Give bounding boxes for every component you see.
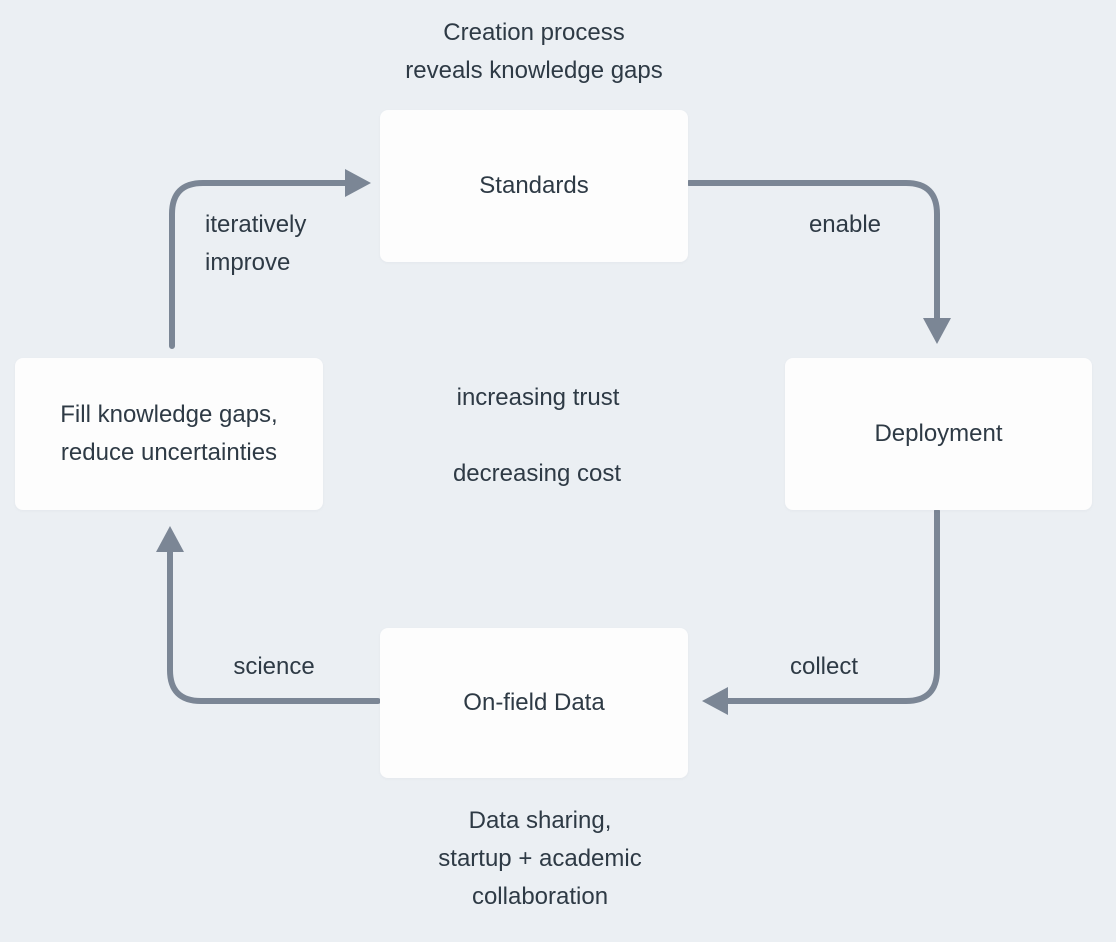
node-fill-knowledge-gaps: Fill knowledge gaps, reduce uncertaintie… (15, 358, 323, 510)
node-on-field-data-label: On-field Data (463, 689, 605, 716)
arrow-deployment-to-onfield (702, 508, 940, 715)
node-fill-knowledge-gaps-line2: reduce uncertainties (60, 439, 278, 466)
node-fill-knowledge-gaps-line1: Fill knowledge gaps, (60, 401, 278, 428)
edge-label-iteratively-improve-line2: improve (205, 249, 291, 276)
node-standards-label: Standards (479, 172, 589, 199)
node-on-field-data: On-field Data (380, 628, 688, 778)
edge-label-collect: collect (789, 653, 859, 680)
arrow-fillgaps-to-standards (169, 169, 371, 349)
center-label-increasing-trust: increasing trust (456, 384, 620, 411)
arrow-onfield-to-fillgaps (156, 526, 381, 704)
center-label-decreasing-cost: decreasing cost (452, 460, 622, 487)
bottom-caption-line2: startup + academic (438, 845, 642, 872)
edge-label-iteratively-improve: iteratively improve (205, 206, 306, 282)
arrow-standards-to-deployment (686, 180, 951, 344)
bottom-caption-line3: collaboration (471, 883, 609, 910)
top-caption-line2: reveals knowledge gaps (405, 57, 663, 84)
bottom-caption: Data sharing, startup + academic collabo… (438, 802, 641, 916)
edge-label-enable: enable (808, 211, 882, 238)
edge-label-science: science (233, 653, 315, 680)
top-caption-line1: Creation process (443, 19, 625, 46)
bottom-caption-line1: Data sharing, (468, 807, 612, 834)
node-deployment: Deployment (785, 358, 1092, 510)
node-standards: Standards (380, 110, 688, 262)
edge-label-iteratively-improve-line1: iteratively (205, 211, 307, 238)
top-caption: Creation process reveals knowledge gaps (405, 14, 663, 90)
node-deployment-label: Deployment (874, 420, 1003, 447)
